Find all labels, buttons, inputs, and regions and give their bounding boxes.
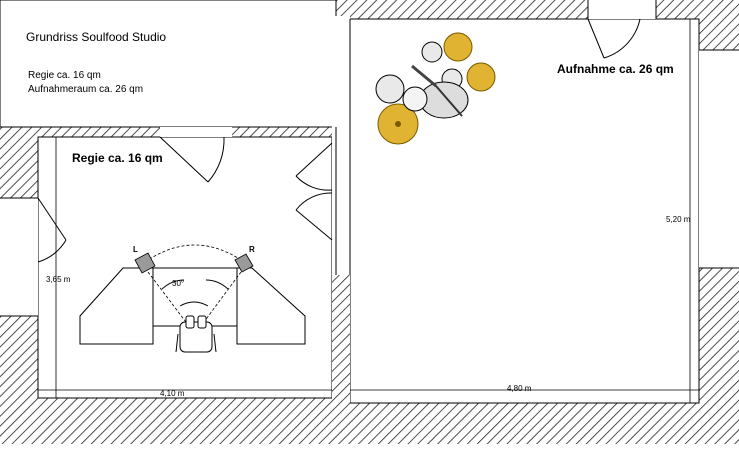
- plan-title: Grundriss Soulfood Studio: [26, 30, 167, 44]
- dim-regie-width: 4,10 m: [160, 389, 185, 398]
- aufnahme-top-opening: [588, 0, 656, 19]
- aufnahme-right-opening: [699, 50, 739, 268]
- monitor-angle: [144, 244, 245, 331]
- operator-chair: [175, 315, 217, 353]
- drum-kit: [375, 32, 496, 145]
- room-label-regie: Regie ca. 16 qm: [72, 151, 163, 165]
- door-double-partition: [295, 142, 333, 241]
- room-label-aufnahme: Aufnahme ca. 26 qm: [557, 62, 674, 76]
- drum-snare: [402, 86, 428, 112]
- dim-regie-depth: 3,65 m: [46, 275, 71, 284]
- cymbal-crash-right: [443, 32, 473, 62]
- dim-aufnahme-width: 4,80 m: [507, 384, 532, 393]
- drum-floor-tom: [375, 74, 405, 104]
- speaker-right-label: R: [249, 245, 255, 254]
- cymbal-ride: [466, 62, 496, 92]
- door-regie-top: [159, 136, 225, 183]
- speaker-right: [234, 253, 254, 273]
- partition-hatched: [332, 275, 350, 403]
- dim-aufnahme-depth: 5,20 m: [666, 215, 691, 224]
- room-aufnahme: [349, 18, 700, 404]
- summary-aufnahme: Aufnahmeraum ca. 26 qm: [28, 84, 144, 95]
- regie-left-opening: [0, 198, 38, 316]
- dimension-lines: [38, 19, 699, 403]
- summary-regie: Regie ca. 16 qm: [28, 70, 101, 81]
- door-regie-left: [37, 197, 67, 263]
- speaker-left-label: L: [133, 245, 138, 254]
- title-area: [0, 0, 337, 128]
- angle-arc: [161, 279, 229, 307]
- monitor-angle-label: 30°: [172, 279, 185, 288]
- door-aufnahme-top: [587, 18, 641, 59]
- drum-tom-1: [421, 41, 443, 63]
- regie-top-opening: [160, 127, 232, 137]
- speaker-left: [134, 252, 156, 274]
